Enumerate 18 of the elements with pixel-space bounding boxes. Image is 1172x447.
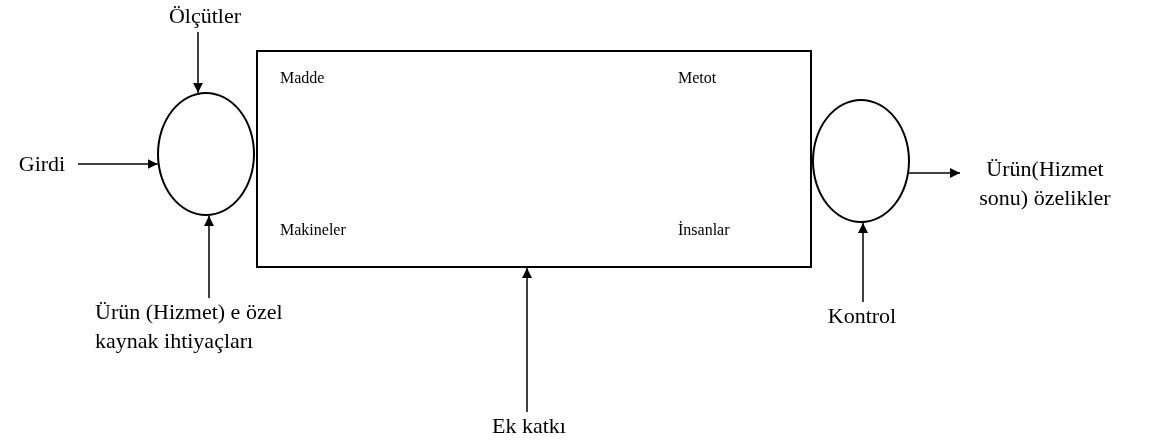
box-text: İnsanlar (678, 220, 730, 240)
node-label: Ürün(Hizmet sonu) özelikler (960, 155, 1130, 219)
node-label: Ürün (Hizmet) e özel kaynak ihtiyaçları (95, 298, 317, 364)
box-text: Madde (280, 68, 325, 88)
arrow (522, 267, 532, 413)
box-text: Metot (678, 68, 717, 88)
arrow (908, 168, 961, 178)
box-text: Makineler (280, 220, 346, 240)
node-label: Kontrol (810, 302, 914, 334)
arrow (858, 222, 868, 303)
node-label: Ek katkı (473, 412, 585, 444)
arrow (193, 31, 203, 94)
node-label: Ölçütler (148, 2, 262, 32)
arrow (204, 215, 214, 299)
ellipse (812, 99, 910, 223)
node-label: Girdi (6, 150, 78, 180)
process-box (256, 50, 812, 268)
arrow (77, 159, 159, 169)
